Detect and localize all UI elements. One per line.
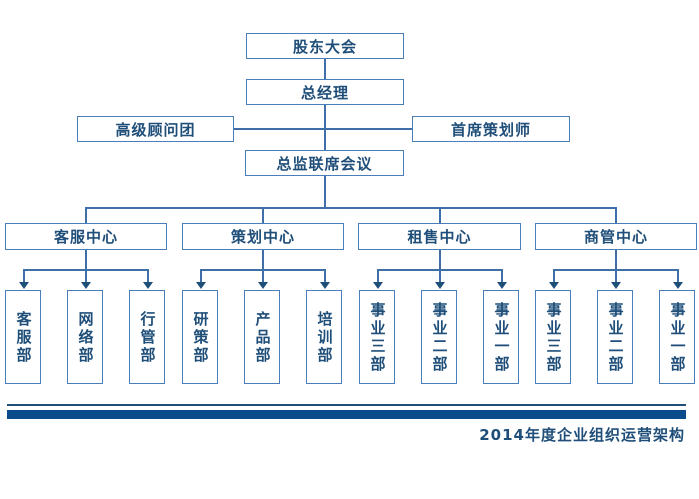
node-research-planning-dept[interactable]: 研策部	[182, 290, 218, 384]
connector-to-division-3-commercial	[553, 269, 555, 283]
node-network-dept[interactable]: 网络部	[67, 290, 103, 384]
connector-customer-service-center-stem	[85, 250, 87, 270]
arrowhead-research-planning-dept	[196, 282, 206, 289]
arrowhead-division-1-commercial	[673, 282, 683, 289]
connector-directors-trunk	[324, 176, 326, 208]
connector-to-division-1-commercial	[677, 269, 679, 283]
connector-drop-commercial-management-center	[615, 207, 617, 223]
arrowhead-network-dept	[81, 282, 91, 289]
connector-leasing-sales-center-stem	[439, 250, 441, 270]
node-customer-service-center[interactable]: 客服中心	[5, 223, 167, 250]
connector-advisors-bar	[234, 128, 412, 130]
node-division-3-commercial[interactable]: 事业三部	[535, 290, 571, 384]
connector-to-training-dept	[324, 269, 326, 283]
connector-gm-trunk	[324, 105, 326, 150]
arrowhead-division-1-leasing	[497, 282, 507, 289]
connector-planning-center-stem	[262, 250, 264, 270]
node-planning-center[interactable]: 策划中心	[182, 223, 344, 250]
footer-rule-thin	[7, 404, 686, 406]
arrowhead-division-2-leasing	[435, 282, 445, 289]
node-general-manager[interactable]: 总经理	[246, 79, 404, 105]
node-chief-planner[interactable]: 首席策划师	[412, 116, 570, 142]
arrowhead-division-3-commercial	[549, 282, 559, 289]
arrowhead-training-dept	[320, 282, 330, 289]
connector-drop-planning-center	[262, 207, 264, 223]
connector-to-customer-service-dept	[23, 269, 25, 283]
connector-to-product-dept	[262, 269, 264, 283]
node-division-3-leasing[interactable]: 事业三部	[359, 290, 395, 384]
connector-to-division-1-leasing	[501, 269, 503, 283]
connector-to-research-planning-dept	[200, 269, 202, 283]
node-shareholders-meeting[interactable]: 股东大会	[246, 33, 404, 59]
node-senior-advisors[interactable]: 高级顾问团	[77, 116, 234, 142]
node-training-dept[interactable]: 培训部	[306, 290, 342, 384]
connector-drop-customer-service-center	[85, 207, 87, 223]
arrowhead-customer-service-dept	[19, 282, 29, 289]
connector-to-network-dept	[85, 269, 87, 283]
node-division-1-leasing[interactable]: 事业一部	[483, 290, 519, 384]
node-leasing-sales-center[interactable]: 租售中心	[358, 223, 521, 250]
connector-to-division-2-commercial	[615, 269, 617, 283]
node-division-1-commercial[interactable]: 事业一部	[659, 290, 695, 384]
node-directors-joint-meeting[interactable]: 总监联席会议	[245, 150, 404, 176]
node-customer-service-dept[interactable]: 客服部	[5, 290, 41, 384]
connector-drop-leasing-sales-center	[439, 207, 441, 223]
footer-rule-thick	[7, 410, 686, 419]
node-commercial-management-center[interactable]: 商管中心	[535, 223, 697, 250]
arrowhead-division-3-leasing	[373, 282, 383, 289]
node-division-2-commercial[interactable]: 事业二部	[597, 290, 633, 384]
connector-to-division-2-leasing	[439, 269, 441, 283]
connector-centers-distribution-bar	[85, 207, 615, 209]
connector-shareholders-to-gm	[324, 59, 326, 79]
connector-commercial-management-center-stem	[615, 250, 617, 270]
node-division-2-leasing[interactable]: 事业二部	[421, 290, 457, 384]
arrowhead-product-dept	[258, 282, 268, 289]
arrowhead-admin-dept	[143, 282, 153, 289]
connector-to-admin-dept	[147, 269, 149, 283]
footer-title: 2014年度企业组织运营架构	[479, 426, 685, 444]
node-product-dept[interactable]: 产品部	[244, 290, 280, 384]
arrowhead-division-2-commercial	[611, 282, 621, 289]
node-admin-dept[interactable]: 行管部	[129, 290, 165, 384]
connector-to-division-3-leasing	[377, 269, 379, 283]
